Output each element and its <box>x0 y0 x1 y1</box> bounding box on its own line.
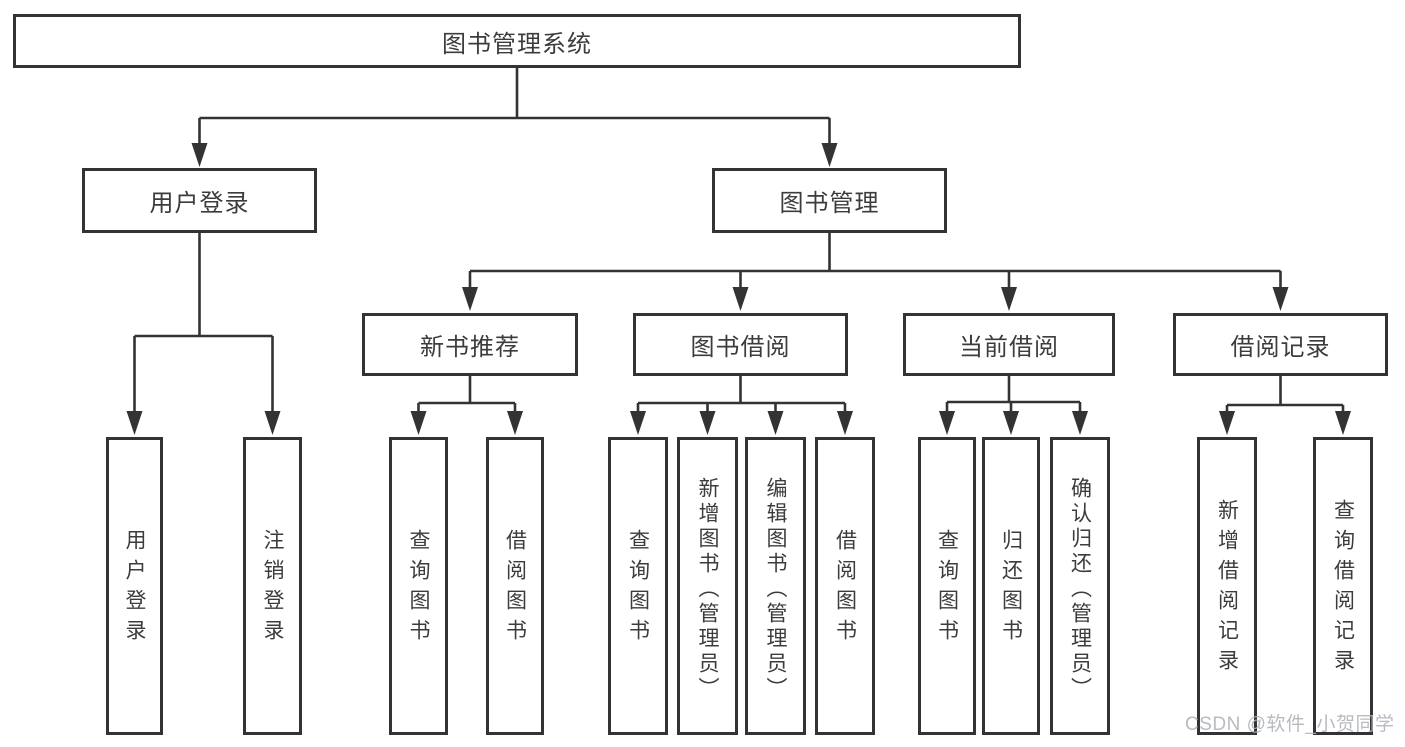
node-book-management: 图书管理 <box>712 168 947 233</box>
leaf-current-confirm-return-admin: 确认归还（管理员） <box>1050 437 1110 735</box>
arrowheads <box>126 143 1351 435</box>
leaf-current-return-books: 归还图书 <box>982 437 1040 735</box>
leaf-borrowing-add-books-admin: 新增图书（管理员） <box>677 437 738 735</box>
leaf-newbooks-query-books: 查询图书 <box>389 437 448 735</box>
node-book-borrowing: 图书借阅 <box>633 313 848 376</box>
node-borrowing-records: 借阅记录 <box>1173 313 1388 376</box>
leaf-user-login: 用户登录 <box>106 437 163 735</box>
leaf-newbooks-borrow-books: 借阅图书 <box>486 437 544 735</box>
leaf-logout-login: 注销登录 <box>243 437 302 735</box>
node-library-management-system: 图书管理系统 <box>13 14 1021 68</box>
leaf-borrowing-borrow-books: 借阅图书 <box>815 437 875 735</box>
csdn-watermark: CSDN @软件_小贺同学 <box>1185 714 1395 735</box>
node-user-login: 用户登录 <box>82 168 317 233</box>
leaf-current-query-books: 查询图书 <box>918 437 976 735</box>
node-new-book-recommendation: 新书推荐 <box>362 313 578 376</box>
leaf-borrowing-edit-books-admin: 编辑图书（管理员） <box>745 437 806 735</box>
node-current-borrowing: 当前借阅 <box>903 313 1115 376</box>
leaf-records-query-borrow-record: 查询借阅记录 <box>1313 437 1373 735</box>
leaf-records-add-borrow-record: 新增借阅记录 <box>1197 437 1257 735</box>
leaf-borrowing-query-books: 查询图书 <box>608 437 668 735</box>
